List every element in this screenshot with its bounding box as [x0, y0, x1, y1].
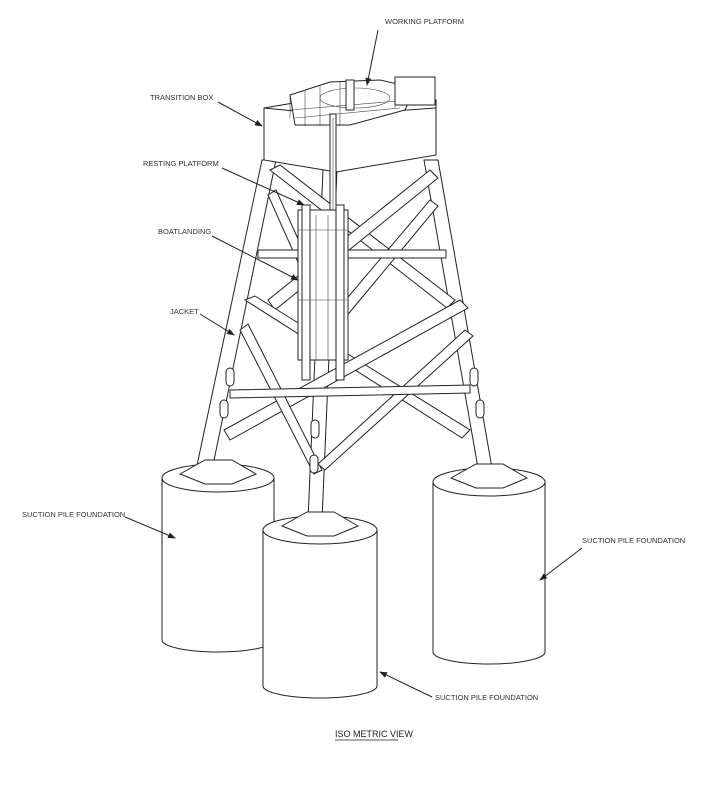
- label-suction-pile-left: SUCTION PILE FOUNDATION: [22, 510, 125, 519]
- label-boatlanding: BOATLANDING: [158, 227, 211, 236]
- label-working-platform: WORKING PLATFORM: [385, 17, 464, 26]
- suction-pile-left: [161, 459, 275, 653]
- suction-pile-front: [262, 511, 378, 699]
- leader-arrows: [124, 29, 583, 698]
- suction-pile-right: [432, 463, 546, 665]
- label-transition-box: TRANSITION BOX: [150, 93, 213, 102]
- boatlanding: [297, 204, 349, 381]
- jacket-bracing: [223, 164, 474, 475]
- view-title: ISO METRIC VIEW: [335, 729, 414, 739]
- label-jacket: JACKET: [170, 307, 199, 316]
- label-suction-pile-right: SUCTION PILE FOUNDATION: [582, 536, 685, 545]
- label-suction-pile-front: SUCTION PILE FOUNDATION: [435, 693, 538, 702]
- label-resting-platform: RESTING PLATFORM: [143, 159, 219, 168]
- anodes: [219, 367, 485, 474]
